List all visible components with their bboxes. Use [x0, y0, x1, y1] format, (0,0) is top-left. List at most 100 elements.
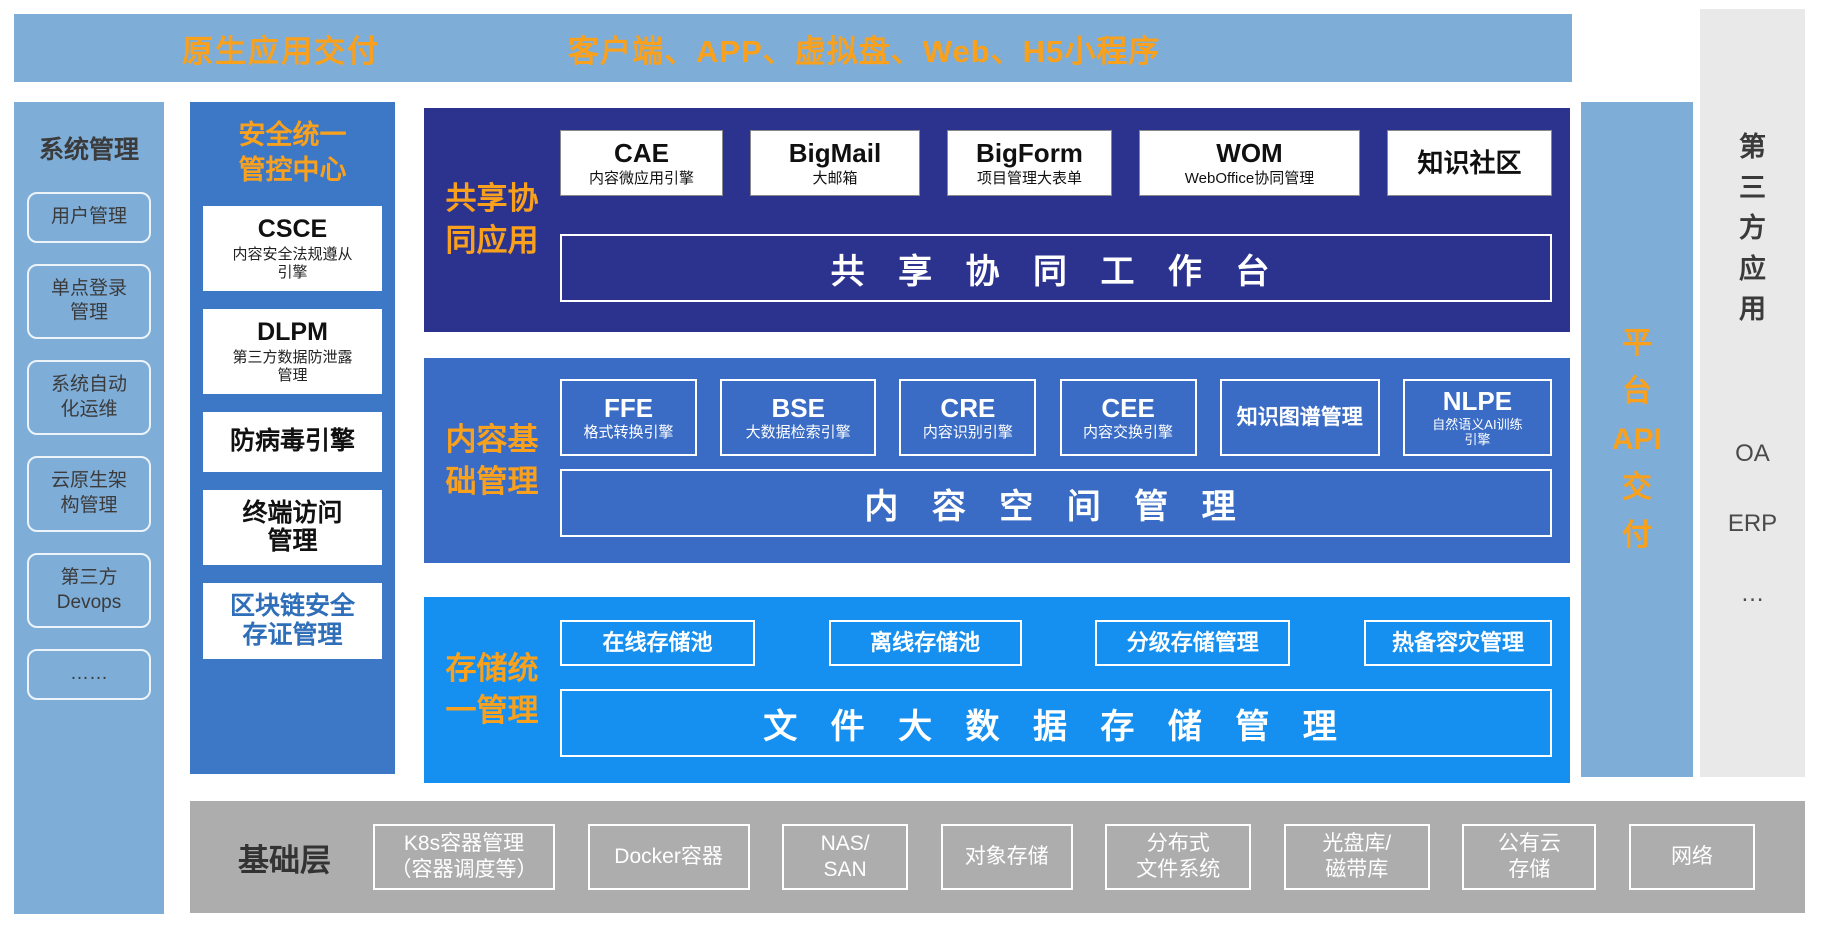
app-box-bigform-desc: 项目管理大表单 — [976, 169, 1082, 187]
sidebar-item-more: …… — [27, 649, 151, 700]
app-box-ffe-desc: 格式转换引擎 — [583, 424, 674, 442]
storage-box-tiered-storage: 分级存储管理 — [1095, 620, 1291, 666]
app-box-bigmail-name: BigMail — [788, 138, 882, 169]
app-box-cae-name: CAE — [614, 138, 669, 169]
app-box-nlpe: NLPE 自然语义AI训练 引擎 — [1402, 379, 1552, 456]
section-storage-mgmt: 存储统 一管理 在线存储池 离线存储池 分级存储管理 热备容灾管理 文 件 大 … — [424, 597, 1570, 783]
third-party-title-char-3: 方 — [1739, 213, 1766, 243]
security-item-blockchain: 区块链安全 存证管理 — [203, 583, 382, 659]
app-box-knowledge-graph: 知识图谱管理 — [1219, 379, 1380, 456]
base-layer-label: 基础层 — [238, 842, 331, 878]
section-content-mgmt-body: FFE 格式转换引擎 BSE 大数据检索引擎 CRE 内容识别引擎 CEE 内容… — [560, 358, 1570, 563]
app-box-bigmail-desc: 大邮箱 — [812, 169, 858, 187]
base-layer-boxes: K8s容器管理 （容器调度等） Docker容器 NAS/ SAN 对象存储 分… — [373, 824, 1755, 890]
storage-box-online-pool: 在线存储池 — [560, 620, 755, 666]
sidebar-item-sso-management: 单点登录 管理 — [27, 263, 151, 340]
security-item-dlpm: DLPM 第三方数据防泄露 管理 — [203, 308, 382, 394]
platform-api-line-4: 交 — [1622, 470, 1652, 504]
base-box-docker: Docker容器 — [587, 824, 750, 890]
third-party-title-char-2: 三 — [1739, 172, 1766, 203]
app-box-cre: CRE 内容识别引擎 — [899, 379, 1037, 456]
security-item-dlpm-name: DLPM — [257, 317, 328, 346]
share-collab-app-row: CAE 内容微应用引擎 BigMail 大邮箱 BigForm 项目管理大表单 … — [560, 130, 1552, 196]
base-layer-bar: 基础层 K8s容器管理 （容器调度等） Docker容器 NAS/ SAN 对象… — [190, 801, 1805, 913]
app-box-wom-desc: WebOffice协同管理 — [1184, 169, 1315, 187]
third-party-item-erp: ERP — [1727, 509, 1778, 537]
storage-box-offline-pool: 离线存储池 — [828, 620, 1022, 666]
app-box-bse-name: BSE — [771, 392, 825, 423]
share-collab-workbench-bar: 共 享 协 同 工 作 台 — [560, 234, 1552, 302]
base-box-k8s-containers: K8s容器管理 （容器调度等） — [373, 824, 555, 890]
base-box-public-cloud-storage: 公有云 存储 — [1462, 824, 1597, 890]
section-share-collab: 共享协 同应用 CAE 内容微应用引擎 BigMail 大邮箱 BigForm … — [424, 108, 1570, 332]
third-party-item-more: … — [1740, 579, 1765, 607]
app-box-cee-name: CEE — [1101, 392, 1155, 423]
top-bar-subtitle: 客户端、APP、虚拟盘、Web、H5小程序 — [568, 33, 1161, 69]
app-box-bigform: BigForm 项目管理大表单 — [947, 130, 1112, 196]
top-bar: 原生应用交付 客户端、APP、虚拟盘、Web、H5小程序 — [14, 14, 1572, 82]
third-party-title-char-5: 用 — [1739, 294, 1766, 324]
platform-api-line-1: 平 — [1622, 326, 1652, 360]
top-bar-title: 原生应用交付 — [182, 33, 380, 69]
platform-api-line-2: 台 — [1622, 374, 1652, 408]
storage-box-offline-pool-name: 离线存储池 — [870, 629, 981, 655]
section-content-mgmt: 内容基 础管理 FFE 格式转换引擎 BSE 大数据检索引擎 CRE 内容识别引… — [424, 358, 1570, 563]
app-box-ffe: FFE 格式转换引擎 — [560, 379, 697, 456]
app-box-knowledge-community-name: 知识社区 — [1417, 147, 1522, 178]
app-box-knowledge-graph-name: 知识图谱管理 — [1236, 405, 1363, 429]
third-party-item-oa: OA — [1735, 439, 1770, 467]
security-item-csce-desc: 内容安全法规遵从 引擎 — [232, 245, 353, 281]
security-item-antivirus-name: 防病毒引擎 — [229, 427, 355, 456]
content-mgmt-app-row: FFE 格式转换引擎 BSE 大数据检索引擎 CRE 内容识别引擎 CEE 内容… — [560, 379, 1552, 456]
app-box-knowledge-community: 知识社区 — [1387, 130, 1552, 196]
security-item-antivirus: 防病毒引擎 — [203, 411, 382, 472]
security-item-dlpm-desc: 第三方数据防泄露 管理 — [232, 348, 353, 384]
app-box-ffe-name: FFE — [603, 392, 654, 423]
app-box-cae: CAE 内容微应用引擎 — [560, 130, 723, 196]
app-box-bigform-name: BigForm — [976, 138, 1083, 169]
sidebar-item-auto-ops: 系统自动 化运维 — [27, 360, 151, 436]
security-item-csce-name: CSCE — [257, 215, 328, 244]
app-box-cee: CEE 内容交换引擎 — [1059, 379, 1197, 456]
section-content-mgmt-label: 内容基 础管理 — [445, 421, 539, 499]
section-share-collab-label: 共享协 同应用 — [445, 181, 539, 258]
app-box-bse-desc: 大数据检索引擎 — [745, 424, 851, 442]
app-box-cre-desc: 内容识别引擎 — [922, 424, 1013, 442]
app-box-nlpe-desc: 自然语义AI训练 引擎 — [1432, 416, 1523, 447]
sidebar-item-user-management: 用户管理 — [27, 192, 151, 243]
security-control-panel: 安全统一 管控中心 CSCE 内容安全法规遵从 引擎 DLPM 第三方数据防泄露… — [190, 102, 395, 774]
section-storage-mgmt-body: 在线存储池 离线存储池 分级存储管理 热备容灾管理 文 件 大 数 据 存 储 … — [560, 597, 1570, 783]
base-box-nas-san: NAS/ SAN — [782, 824, 909, 890]
third-party-items: OA ERP … — [1728, 440, 1777, 608]
base-box-network: 网络 — [1628, 824, 1755, 890]
app-box-cae-desc: 内容微应用引擎 — [588, 169, 694, 187]
storage-box-hot-backup-dr-name: 热备容灾管理 — [1391, 629, 1524, 655]
content-space-mgmt-bar: 内 容 空 间 管 理 — [560, 469, 1552, 537]
system-management-panel: 系统管理 用户管理 单点登录 管理 系统自动 化运维 云原生架 构管理 第三方 … — [14, 102, 164, 914]
storage-box-tiered-storage-name: 分级存储管理 — [1126, 629, 1259, 655]
storage-box-row: 在线存储池 离线存储池 分级存储管理 热备容灾管理 — [560, 620, 1552, 666]
section-storage-mgmt-label: 存储统 一管理 — [445, 651, 539, 728]
sidebar-item-third-party-devops: 第三方 Devops — [27, 552, 151, 629]
app-box-wom: WOM WebOffice协同管理 — [1139, 130, 1360, 196]
section-share-collab-body: CAE 内容微应用引擎 BigMail 大邮箱 BigForm 项目管理大表单 … — [560, 108, 1570, 332]
file-bigdata-storage-bar: 文 件 大 数 据 存 储 管 理 — [560, 689, 1552, 757]
security-item-blockchain-name: 区块链安全 存证管理 — [229, 592, 355, 649]
app-box-wom-name: WOM — [1216, 138, 1283, 169]
third-party-panel: 第 三 方 应 用 OA ERP … — [1700, 9, 1805, 777]
platform-api-panel: 平 台 API 交 付 — [1581, 102, 1693, 777]
platform-api-line-3: API — [1611, 422, 1662, 456]
base-box-optical-tape-library: 光盘库/ 磁带库 — [1283, 824, 1430, 890]
system-management-title: 系统管理 — [38, 136, 139, 164]
base-box-object-storage: 对象存储 — [940, 824, 1073, 890]
base-box-distributed-fs: 分布式 文件系统 — [1105, 824, 1252, 890]
security-item-terminal-access-name: 终端访问 管理 — [242, 498, 343, 556]
security-item-terminal-access: 终端访问 管理 — [203, 489, 382, 566]
app-box-bigmail: BigMail 大邮箱 — [750, 130, 920, 196]
app-box-cee-desc: 内容交换引擎 — [1083, 424, 1174, 442]
security-item-csce: CSCE 内容安全法规遵从 引擎 — [203, 206, 382, 291]
security-control-title: 安全统一 管控中心 — [238, 120, 347, 186]
storage-box-online-pool-name: 在线存储池 — [602, 629, 713, 655]
sidebar-item-cloud-native: 云原生架 构管理 — [27, 456, 151, 532]
